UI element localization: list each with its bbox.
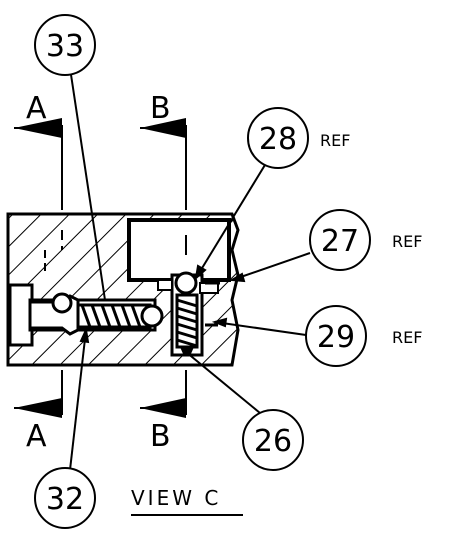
callout-29-label: 29 xyxy=(317,320,355,355)
section-a-top-label: A xyxy=(26,91,47,126)
horizontal-spring xyxy=(76,303,152,329)
leader-lines xyxy=(69,67,311,471)
callout-33: 33 xyxy=(34,14,96,76)
callout-26-label: 26 xyxy=(254,424,292,459)
ref-27-label: REF xyxy=(392,232,422,251)
callout-27: 27 REF xyxy=(309,209,422,271)
callout-33-label: 33 xyxy=(46,29,84,64)
ref-28-label: REF xyxy=(320,131,350,150)
section-b-top-label: B xyxy=(150,91,171,126)
view-label: VIEW C xyxy=(131,486,221,510)
ref-29-label: REF xyxy=(392,328,422,347)
section-a-bottom-label: A xyxy=(26,419,47,454)
vertical-spring xyxy=(175,293,199,349)
section-b-bottom-label: B xyxy=(150,419,171,454)
horizontal-ball xyxy=(140,304,164,328)
callout-27-label: 27 xyxy=(321,224,359,259)
callout-28-label: 28 xyxy=(259,122,297,157)
body-section xyxy=(6,212,240,367)
section-arrows xyxy=(14,118,186,418)
callout-32: 32 xyxy=(34,467,96,529)
callout-26: 26 xyxy=(242,409,304,471)
callout-29: 29 REF xyxy=(305,305,422,367)
vertical-ball xyxy=(174,271,198,295)
callout-32-label: 32 xyxy=(46,482,84,517)
callout-28: 28 REF xyxy=(247,107,350,169)
